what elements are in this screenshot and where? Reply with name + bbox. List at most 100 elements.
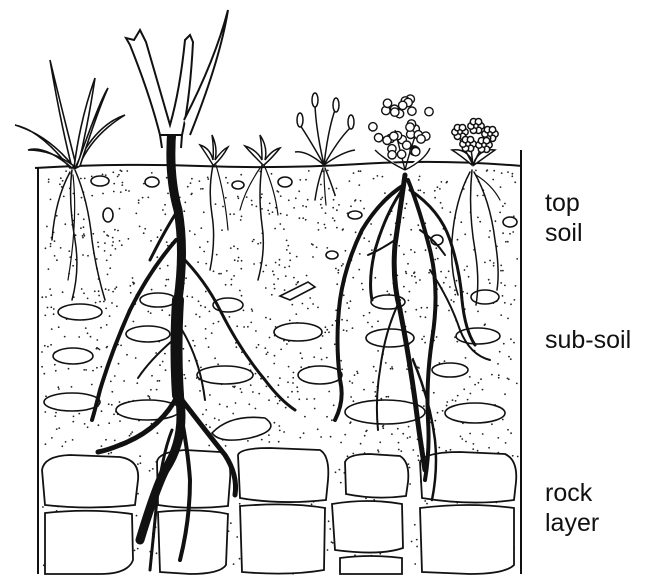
soil-grain-dot — [349, 380, 351, 382]
soil-grain-dot — [105, 439, 107, 441]
soil-grain-dot — [289, 320, 291, 322]
soil-grain-dot — [137, 548, 139, 550]
soil-grain-dot — [165, 285, 167, 287]
soil-grain-dot — [103, 301, 105, 303]
soil-grain-dot — [237, 248, 239, 250]
soil-grain-dot — [208, 445, 210, 447]
soil-grain-dot — [386, 396, 388, 398]
soil-grain-dot — [92, 233, 94, 235]
soil-grain-dot — [110, 254, 112, 256]
soil-grain-dot — [400, 450, 402, 452]
soil-grain-dot — [320, 198, 322, 200]
bushy-flower-plant — [369, 95, 434, 170]
soil-grain-dot — [500, 282, 502, 284]
soil-grain-dot — [418, 367, 420, 369]
soil-grain-dot — [136, 515, 138, 517]
soil-grain-dot — [410, 229, 412, 231]
soil-grain-dot — [368, 241, 370, 243]
soil-grain-dot — [72, 265, 74, 267]
soil-grain-dot — [143, 232, 145, 234]
soil-grain-dot — [398, 449, 400, 451]
soil-grain-dot — [454, 294, 456, 296]
soil-grain-dot — [464, 233, 466, 235]
flower-bud — [374, 134, 382, 142]
soil-grain-dot — [205, 409, 207, 411]
soil-grain-dot — [435, 247, 437, 249]
flower-bud — [399, 101, 407, 109]
soil-grain-dot — [85, 369, 87, 371]
soil-grain-dot — [237, 196, 239, 198]
soil-grain-dot — [280, 195, 282, 197]
soil-grain-dot — [238, 257, 240, 259]
soil-grain-dot — [285, 407, 287, 409]
soil-grain-dot — [229, 213, 231, 215]
soil-grain-dot — [461, 438, 463, 440]
soil-grain-dot — [81, 197, 83, 199]
soil-grain-dot — [72, 421, 74, 423]
soil-grain-dot — [50, 344, 52, 346]
soil-grain-dot — [240, 388, 242, 390]
soil-grain-dot — [297, 281, 299, 283]
soil-grain-dot — [250, 322, 252, 324]
soil-grain-dot — [72, 439, 74, 441]
soil-grain-dot — [278, 425, 280, 427]
soil-grain-dot — [78, 413, 80, 415]
soil-grain-dot — [222, 206, 224, 208]
soil-grain-dot — [118, 174, 120, 176]
soil-grain-dot — [247, 326, 249, 328]
soil-grain-dot — [226, 270, 228, 272]
soil-grain-dot — [156, 389, 158, 391]
soil-grain-dot — [502, 295, 504, 297]
soil-grain-dot — [465, 441, 467, 443]
soil-grain-dot — [508, 356, 510, 358]
soil-grain-dot — [304, 416, 306, 418]
soil-grain-dot — [105, 174, 107, 176]
soil-grain-dot — [318, 229, 320, 231]
soil-grain-dot — [116, 305, 118, 307]
soil-grain-dot — [207, 178, 209, 180]
soil-grain-dot — [482, 433, 484, 435]
soil-grain-dot — [500, 314, 502, 316]
soil-grain-dot — [350, 396, 352, 398]
soil-grain-dot — [289, 252, 291, 254]
soil-grain-dot — [377, 175, 379, 177]
soil-grain-dot — [250, 384, 252, 386]
soil-grain-dot — [326, 357, 328, 359]
soil-grain-dot — [108, 453, 110, 455]
soil-grain-dot — [330, 436, 332, 438]
soil-grain-dot — [370, 223, 372, 225]
soil-grain-dot — [137, 463, 139, 465]
soil-grain-dot — [164, 353, 166, 355]
soil-grain-dot — [437, 412, 439, 414]
soil-grain-dot — [111, 391, 113, 393]
soil-grain-dot — [488, 279, 490, 281]
soil-grain-dot — [99, 301, 101, 303]
soil-grain-dot — [515, 285, 517, 287]
soil-grain-dot — [147, 197, 149, 199]
soil-grain-dot — [51, 328, 53, 330]
soil-grain-dot — [233, 563, 235, 565]
soil-grain-dot — [511, 175, 513, 177]
soil-grain-dot — [96, 367, 98, 369]
soil-grain-dot — [205, 328, 207, 330]
soil-grain-dot — [188, 360, 190, 362]
soil-grain-dot — [54, 415, 56, 417]
soil-grain-dot — [101, 445, 103, 447]
soil-grain-dot — [187, 186, 189, 188]
soil-grain-dot — [473, 443, 475, 445]
soil-grain-dot — [286, 343, 288, 345]
soil-grain-dot — [377, 320, 379, 322]
soil-grain-dot — [460, 436, 462, 438]
soil-grain-dot — [235, 402, 237, 404]
soil-grain-dot — [83, 292, 85, 294]
soil-grain-dot — [155, 352, 157, 354]
soil-grain-dot — [162, 361, 164, 363]
soil-grain-dot — [214, 357, 216, 359]
soil-grain-dot — [516, 383, 518, 385]
soil-grain-dot — [363, 237, 365, 239]
soil-grain-dot — [225, 445, 227, 447]
soil-grain-dot — [253, 263, 255, 265]
soil-grain-dot — [439, 188, 441, 190]
soil-grain-dot — [442, 410, 444, 412]
soil-grain-dot — [54, 364, 56, 366]
